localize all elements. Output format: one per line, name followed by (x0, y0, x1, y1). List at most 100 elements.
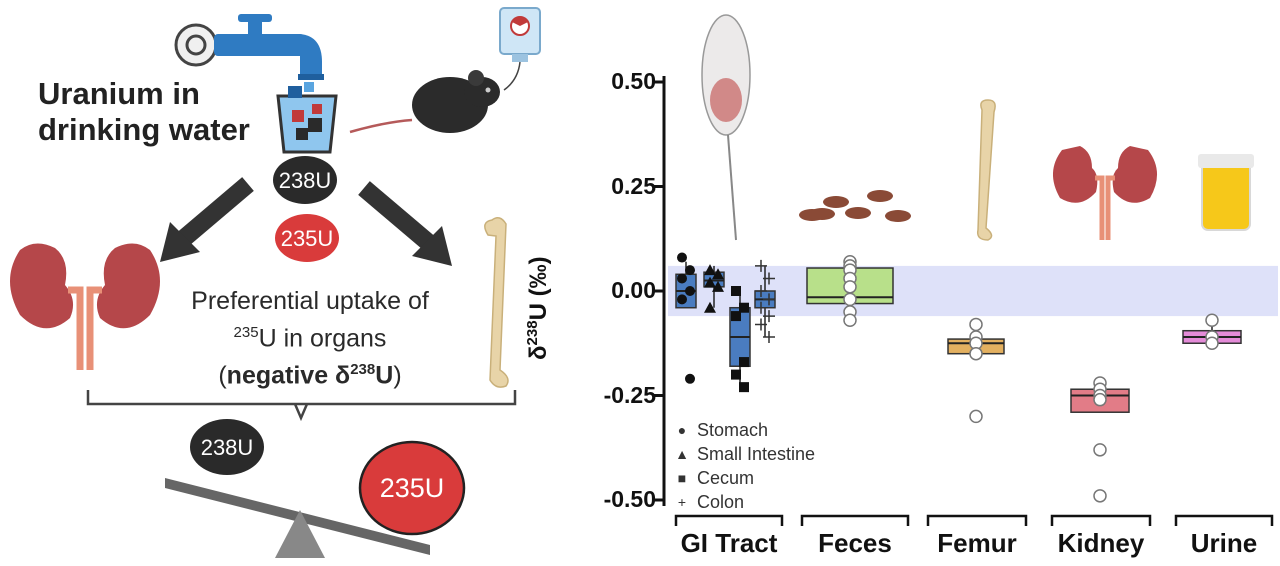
seesaw: 238U 235U (165, 419, 466, 558)
legend-item: + Colon (675, 490, 815, 514)
mouse-icon (349, 70, 500, 134)
point-cecum (739, 357, 749, 368)
legend-item: ■ Cecum (675, 466, 815, 490)
category-label: Urine (1190, 528, 1258, 558)
uptake-line-2: 235U in organs (233, 324, 387, 353)
radioactive-bottle-icon (499, 7, 541, 91)
svg-text:235U: 235U (281, 226, 334, 251)
point-colon (763, 310, 775, 323)
uptake-text: Preferential uptake of 235U in organs (n… (150, 286, 470, 392)
point-colon (755, 285, 767, 297)
feces-pellet-icon (867, 190, 893, 202)
point-small-intestine (704, 301, 716, 313)
point-stomach (677, 252, 687, 263)
box-plot (654, 14, 1278, 526)
point-open (969, 317, 983, 332)
point-open (1093, 443, 1107, 457)
point-cecum (731, 286, 741, 296)
title-line-2: drinking water (38, 112, 250, 147)
point-stomach (685, 373, 695, 384)
legend-label: Colon (697, 492, 745, 512)
legend-item: ▲ Small Intestine (675, 442, 815, 466)
category-label: Femur (937, 528, 1017, 558)
legend-symbol: ■ (677, 470, 687, 486)
point-colon (755, 301, 767, 314)
legend-symbol: ▲ (675, 446, 689, 462)
point-stomach (685, 265, 695, 276)
uptake-line-3: (negative δ238U) (218, 361, 402, 390)
category-bracket (800, 514, 910, 526)
y-tick-label: 0.50 (611, 68, 656, 94)
point-open (843, 292, 857, 307)
y-axis-title: δ238U (‰) (524, 256, 552, 360)
point-open (1093, 392, 1107, 407)
uptake-line-1: Preferential uptake of (191, 287, 429, 315)
title-text: Uranium in drinking water (38, 76, 278, 148)
point-cecum (739, 302, 749, 313)
feces-pellet-icon (823, 196, 849, 208)
category-bracket (1050, 514, 1152, 526)
title-line-1: Uranium in (38, 76, 200, 111)
legend-item: ● Stomach (675, 418, 815, 442)
femur-icon (976, 99, 996, 241)
point-open (1205, 336, 1219, 350)
feces-pellet-icon (809, 208, 835, 220)
point-colon (763, 272, 775, 285)
water-glass-icon (276, 86, 338, 154)
point-small-intestine (712, 268, 724, 280)
category-bracket (674, 514, 784, 526)
schematic-panel: 238U 235U (10, 7, 541, 558)
rat-organs-icon (710, 78, 742, 122)
svg-text:238U: 238U (279, 168, 332, 193)
seesaw-238-label: 238U (201, 435, 254, 460)
point-colon (763, 330, 775, 343)
point-open (843, 280, 857, 294)
legend-label: Small Intestine (697, 444, 816, 464)
y-tick-label: 0.00 (611, 277, 656, 303)
category-bracket (1174, 514, 1274, 526)
arrow-left-icon (160, 177, 254, 262)
urine-cup-icon (1201, 157, 1251, 231)
kidney-icon (10, 243, 160, 370)
bracket (86, 390, 517, 422)
urine-cup-lid-icon (1198, 154, 1254, 168)
category-label: GI Tract (680, 528, 778, 558)
point-small-intestine (712, 280, 724, 292)
point-stomach (677, 273, 687, 284)
point-open (969, 346, 983, 361)
legend-symbol: + (677, 494, 687, 510)
arrow-right-icon (358, 181, 452, 266)
point-open (1093, 489, 1107, 503)
isotope-235-circle: 235U (275, 214, 339, 262)
kidney-left-icon (1052, 146, 1098, 203)
point-small-intestine (704, 276, 716, 288)
point-stomach (677, 294, 687, 305)
legend-label: Cecum (697, 468, 755, 488)
seesaw-235-label: 235U (380, 473, 445, 503)
point-open (969, 409, 983, 424)
category-label: Kidney (1057, 528, 1145, 558)
legend: ● Stomach ▲ Small Intestine ■ Cecum + Colon (675, 418, 815, 514)
point-cecum (731, 369, 741, 380)
isotope-238-circle: 238U (273, 156, 337, 204)
point-colon (755, 318, 767, 331)
faucet-icon (174, 14, 324, 92)
legend-label: Stomach (697, 420, 769, 440)
point-stomach (685, 286, 695, 296)
category-bracket (926, 514, 1028, 526)
point-open (843, 313, 857, 328)
y-tick-label: -0.25 (603, 381, 656, 408)
kidney-right-icon (1112, 146, 1158, 203)
point-open (1205, 313, 1219, 328)
legend-symbol: ● (677, 422, 687, 438)
feces-pellet-icon (845, 207, 871, 219)
category-label: Feces (818, 528, 892, 558)
feces-pellet-icon (885, 210, 911, 222)
bone-icon (484, 217, 509, 388)
point-small-intestine (704, 264, 716, 276)
point-cecum (739, 382, 749, 393)
y-tick-label: -0.50 (603, 486, 656, 512)
point-colon (763, 293, 775, 306)
ureter-icon (1095, 175, 1115, 240)
